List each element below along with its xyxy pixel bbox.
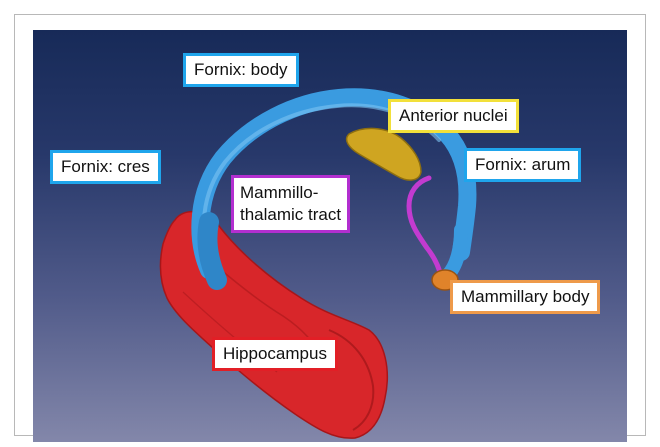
label-fornix-arum: Fornix: arum bbox=[464, 148, 581, 182]
anterior-nuclei-shape bbox=[347, 128, 421, 180]
label-mammillothalamic-line2: thalamic tract bbox=[240, 204, 341, 226]
label-hippocampus: Hippocampus bbox=[212, 337, 338, 371]
label-mammillothalamic-tract: Mammillo- thalamic tract bbox=[231, 175, 350, 233]
label-anterior-nuclei: Anterior nuclei bbox=[388, 99, 519, 133]
label-fornix-cres: Fornix: cres bbox=[50, 150, 161, 184]
mammillothalamic-tract-shape bbox=[409, 178, 441, 276]
label-mammillothalamic-line1: Mammillo- bbox=[240, 182, 341, 204]
fornix-cres-shape bbox=[207, 222, 217, 280]
label-fornix-body: Fornix: body bbox=[183, 53, 299, 87]
label-mammillary-body: Mammillary body bbox=[450, 280, 600, 314]
brain-structures-render bbox=[33, 30, 627, 442]
fornix-arum-shape bbox=[447, 230, 461, 276]
anatomy-render: Fornix: body Anterior nuclei Fornix: cre… bbox=[33, 30, 627, 442]
